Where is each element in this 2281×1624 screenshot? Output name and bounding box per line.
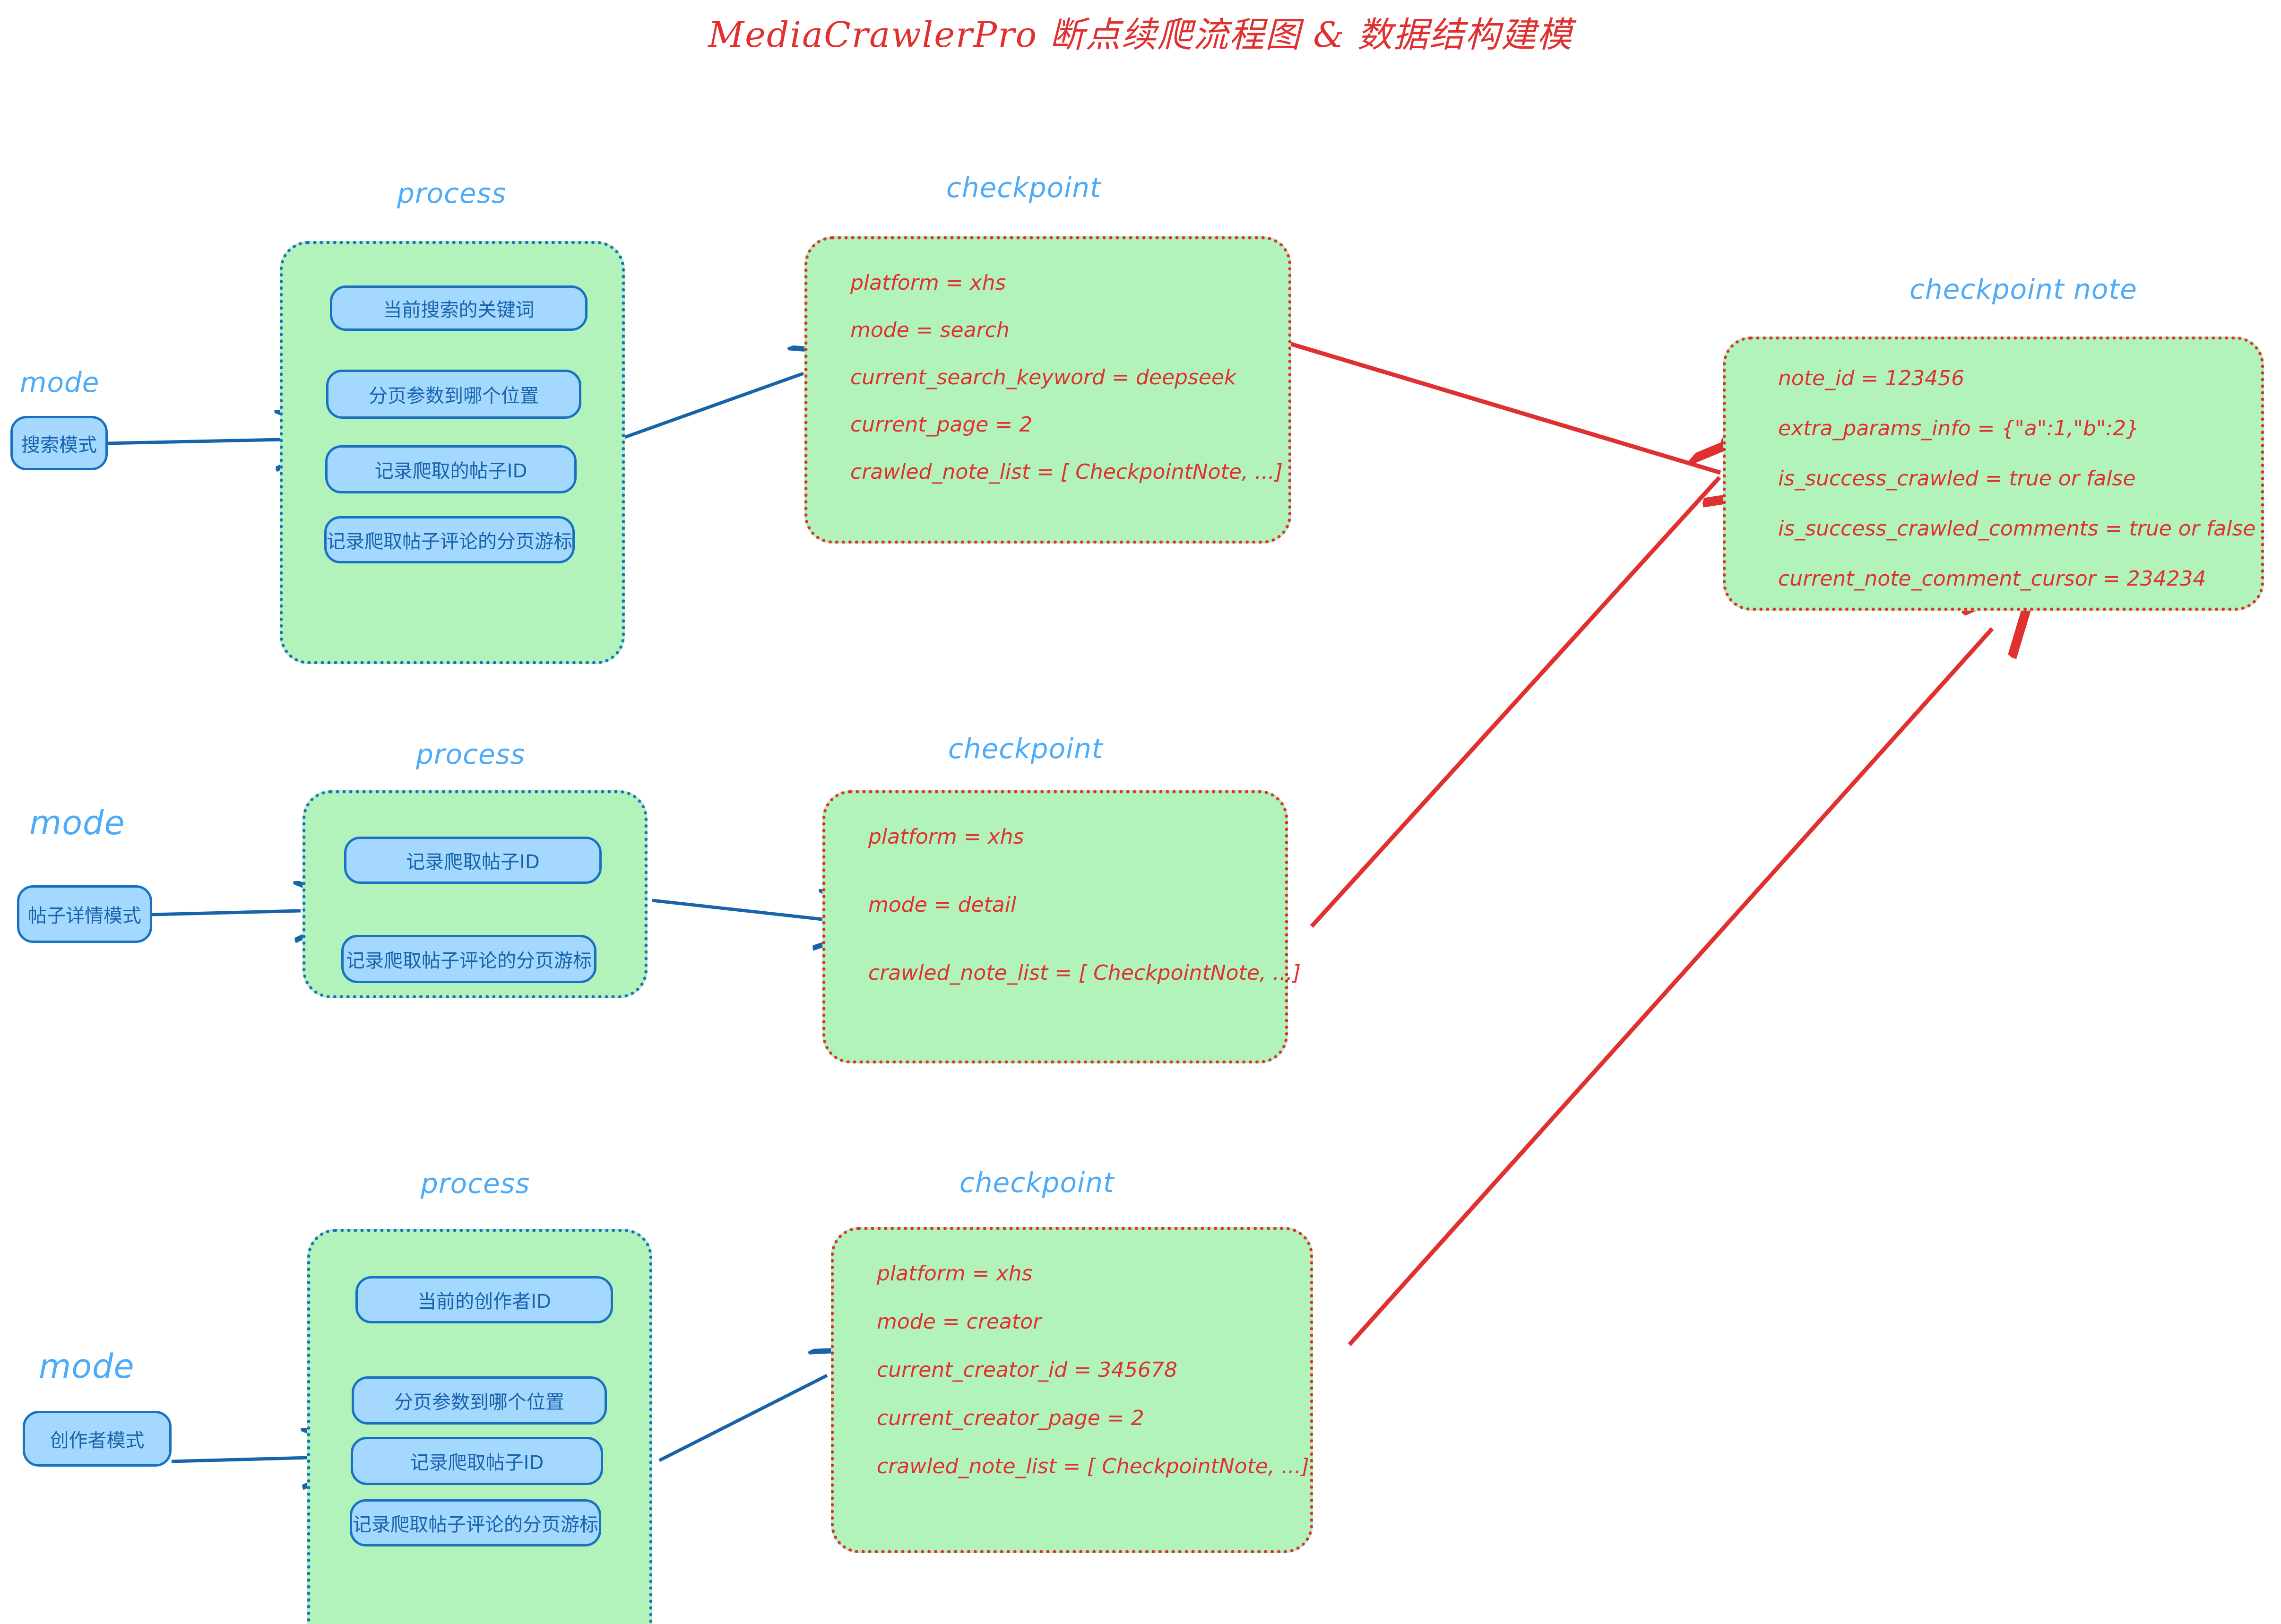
checkpoint-line: platform = xhs [850,271,1006,295]
caption-mode-3: mode [39,1347,135,1386]
note-line: is_success_crawled = true or false [1778,466,2136,491]
checkpoint-card-creator: platform = xhs mode = creator current_cr… [831,1227,1313,1553]
process-step-3-3[interactable]: 记录爬取帖子ID [351,1437,603,1485]
process-step-2-1[interactable]: 记录爬取帖子ID [344,837,602,884]
caption-checkpoint-note: checkpoint note [1909,273,2137,305]
checkpoint-line: platform = xhs [877,1261,1033,1286]
process-step-1-4[interactable]: 记录爬取帖子评论的分页游标 [324,516,575,563]
checkpoint-line: crawled_note_list = [ CheckpointNote, ..… [877,1454,1310,1478]
arrow-mode-to-process-2 [152,911,301,915]
checkpoint-line: mode = creator [877,1310,1042,1334]
checkpoint-line: crawled_note_list = [ CheckpointNote, ..… [850,460,1283,484]
process-step-3-2[interactable]: 分页参数到哪个位置 [352,1376,607,1425]
arrow-mode-to-process-3 [171,1458,308,1461]
page-title: MediaCrawlerPro 断点续爬流程图 & 数据结构建模 [708,15,1573,55]
arrow-checkpoint-3-to-note [1348,629,1992,1347]
process-step-3-1[interactable]: 当前的创作者ID [355,1276,613,1323]
checkpoint-line: mode = search [850,318,1010,342]
mode-box-creator[interactable]: 创作者模式 [23,1411,172,1467]
checkpoint-line: platform = xhs [868,825,1024,849]
caption-checkpoint-2: checkpoint [948,733,1103,765]
checkpoint-line: crawled_note_list = [ CheckpointNote, ..… [868,961,1301,985]
process-step-1-1[interactable]: 当前搜索的关键词 [330,285,588,331]
checkpoint-line: current_creator_id = 345678 [877,1358,1178,1382]
mode-box-detail[interactable]: 帖子详情模式 [17,885,152,943]
process-step-1-3[interactable]: 记录爬取的帖子ID [325,445,577,493]
caption-checkpoint-3: checkpoint [959,1166,1115,1199]
process-step-2-2[interactable]: 记录爬取帖子评论的分页游标 [341,935,596,983]
arrow-process-to-checkpoint-1 [624,373,804,439]
checkpoint-line: current_creator_page = 2 [877,1406,1144,1430]
note-line: note_id = 123456 [1778,366,1965,390]
checkpoint-note-card: note_id = 123456 extra_params_info = {"a… [1723,337,2264,611]
caption-process-1: process [397,177,507,209]
caption-mode-1: mode [20,366,100,398]
arrow-process-to-checkpoint-3 [658,1375,827,1462]
note-line: is_success_crawled_comments = true or fa… [1778,517,2256,541]
mode-box-search[interactable]: 搜索模式 [10,416,108,470]
arrow-checkpoint-1-to-note [1286,340,1720,473]
checkpoint-line: current_page = 2 [850,413,1033,437]
process-step-3-4[interactable]: 记录爬取帖子评论的分页游标 [350,1499,601,1546]
caption-checkpoint-1: checkpoint [946,172,1101,204]
arrow-mode-to-process-1 [107,440,282,443]
checkpoint-card-search: platform = xhs mode = search current_sea… [804,236,1291,544]
arrow-checkpoint-2-to-note [1310,477,1719,928]
caption-process-2: process [416,738,526,770]
arrow-process-to-checkpoint-2 [652,900,822,919]
process-step-1-2[interactable]: 分页参数到哪个位置 [326,370,581,419]
caption-process-3: process [421,1167,530,1200]
checkpoint-line: mode = detail [868,893,1017,917]
note-line: current_note_comment_cursor = 234234 [1778,567,2206,591]
checkpoint-card-detail: platform = xhs mode = detail crawled_not… [822,790,1301,1063]
checkpoint-line: current_search_keyword = deepseek [850,365,1236,389]
caption-mode-2: mode [29,803,125,842]
note-line: extra_params_info = {"a":1,"b":2} [1778,416,2139,441]
